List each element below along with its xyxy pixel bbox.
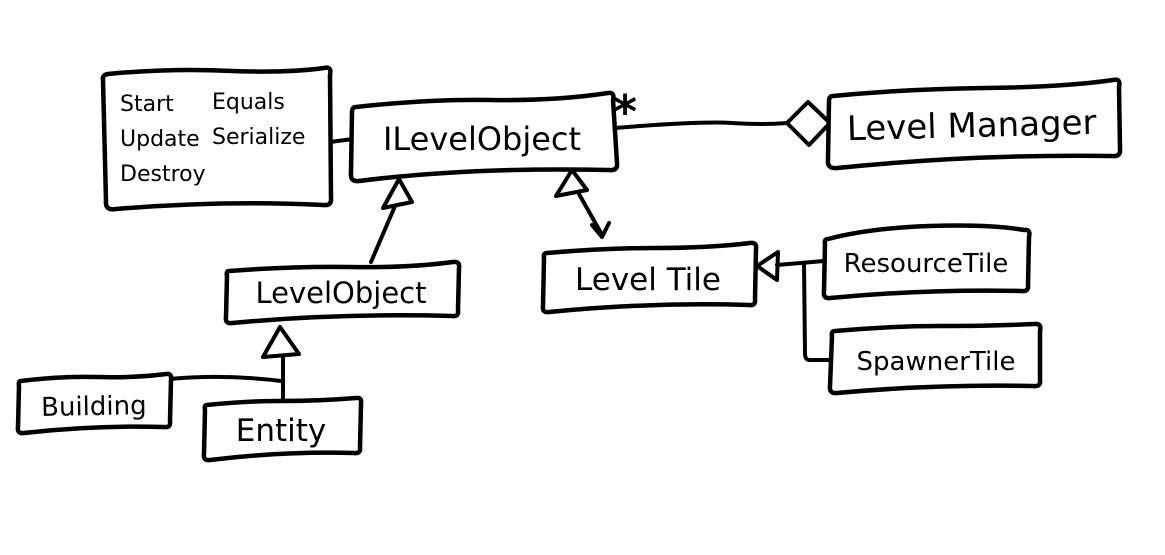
class-box-resourcetile: ResourceTile [821,223,1032,301]
interface-note-box: Start Update Destroy Equals Serialize [100,65,334,212]
class-border-building [15,371,174,436]
class-label-ilevelobject: ILevelObject [383,120,581,158]
class-border-entity [201,395,364,463]
class-box-levelobject: LevelObject [223,259,462,326]
note-method-update: Update [120,127,200,152]
note-method-equals: Equals [212,90,285,115]
class-label-entity: Entity [236,413,327,449]
class-label-levelobject: LevelObject [256,276,427,310]
class-border-leveltile [540,240,759,315]
inheritance-line-levelobject [369,204,397,264]
inheritance-line-spawnertile [802,261,833,363]
edges-layer [168,100,833,400]
class-border-levelmanager [825,77,1123,171]
note-method-serialize: Serialize [212,125,305,150]
note-method-destroy: Destroy [120,162,206,187]
note-link-line [328,137,355,144]
class-box-spawnertile: SpawnerTile [827,321,1043,396]
inheritance-arrowhead-leveltile-icon [590,221,611,239]
class-border-resourcetile [821,223,1032,301]
inheritance-triangle-leveltile-icon [554,168,589,198]
class-label-building: Building [41,391,147,423]
class-label-leveltile: Level Tile [575,262,721,298]
class-border-levelobject [223,259,462,326]
interface-note-border [100,65,334,212]
class-box-levelmanager: Level Manager [825,77,1123,171]
aggregation-line [613,120,789,130]
class-label-spawnertile: SpawnerTile [857,347,1016,377]
class-border-ilevelobject [348,90,620,184]
class-label-levelmanager: Level Manager [846,103,1097,150]
aggregation-diamond-icon [785,100,832,147]
inheritance-triangle-levelobject-icon [381,177,414,210]
inheritance-triangle-entity-icon [261,325,301,359]
inheritance-triangle-resourcetile-icon [755,250,780,282]
inheritance-line-resourcetile [775,259,826,267]
class-border-spawnertile [827,321,1043,396]
class-box-entity: Entity [201,395,364,463]
note-method-start: Start [120,92,174,117]
inheritance-line-building [168,374,283,383]
class-label-resourcetile: ResourceTile [844,249,1009,279]
class-box-ilevelobject: ILevelObject [348,90,620,184]
multiplicity-star: * [613,85,637,139]
nodes-layer: Start Update Destroy Equals Serialize IL… [15,65,1123,463]
inheritance-line-leveltile [577,192,603,235]
class-box-leveltile: Level Tile [540,240,759,315]
class-box-building: Building [15,371,174,436]
